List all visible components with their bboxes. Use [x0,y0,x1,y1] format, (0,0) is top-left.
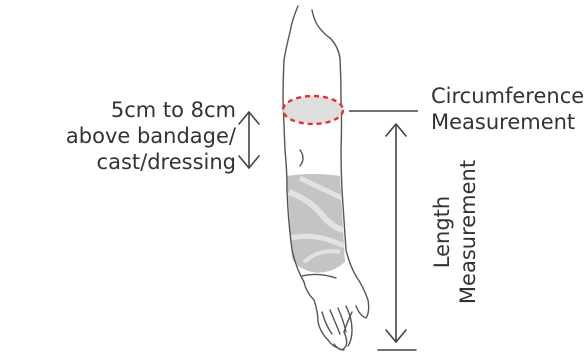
offset-label-line-1: 5cm to 8cm [6,97,236,123]
length-label-line-2: Measurement [455,152,481,312]
length-label: Length Measurement [429,152,481,312]
circumference-label-line-2: Measurement [431,109,584,135]
bandage-area [287,174,345,273]
offset-label: 5cm to 8cm above bandage/ cast/dressing [6,97,236,175]
length-double-arrow [378,124,416,350]
circumference-ring [283,96,343,124]
offset-double-arrow [239,112,259,168]
circumference-label: Circumference Measurement [431,83,584,135]
offset-label-line-2: above bandage/ [6,123,236,149]
length-label-line-1: Length [429,152,455,312]
circumference-label-line-1: Circumference [431,83,584,109]
offset-label-line-3: cast/dressing [6,149,236,175]
